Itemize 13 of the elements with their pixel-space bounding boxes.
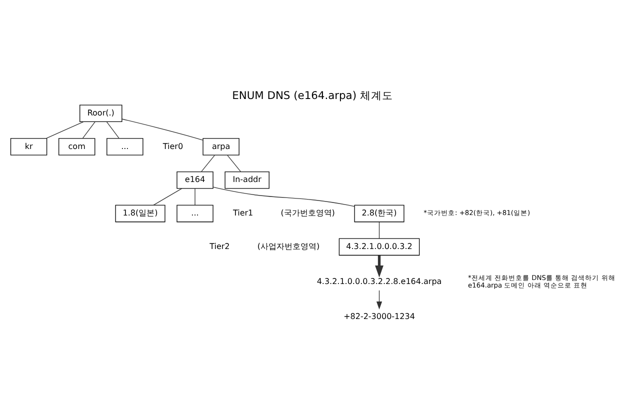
arrow [376,290,382,310]
connector [200,154,216,172]
connector [82,121,96,139]
connector [227,154,242,172]
arrow [375,255,384,278]
connector [378,222,380,239]
connector [46,121,84,139]
connector [153,188,182,206]
connector [106,121,120,139]
connector [212,186,355,207]
connector [122,118,204,141]
diagram-title: ENUM DNS (e164.arpa) 체계도 [232,88,393,102]
connector [194,188,196,206]
